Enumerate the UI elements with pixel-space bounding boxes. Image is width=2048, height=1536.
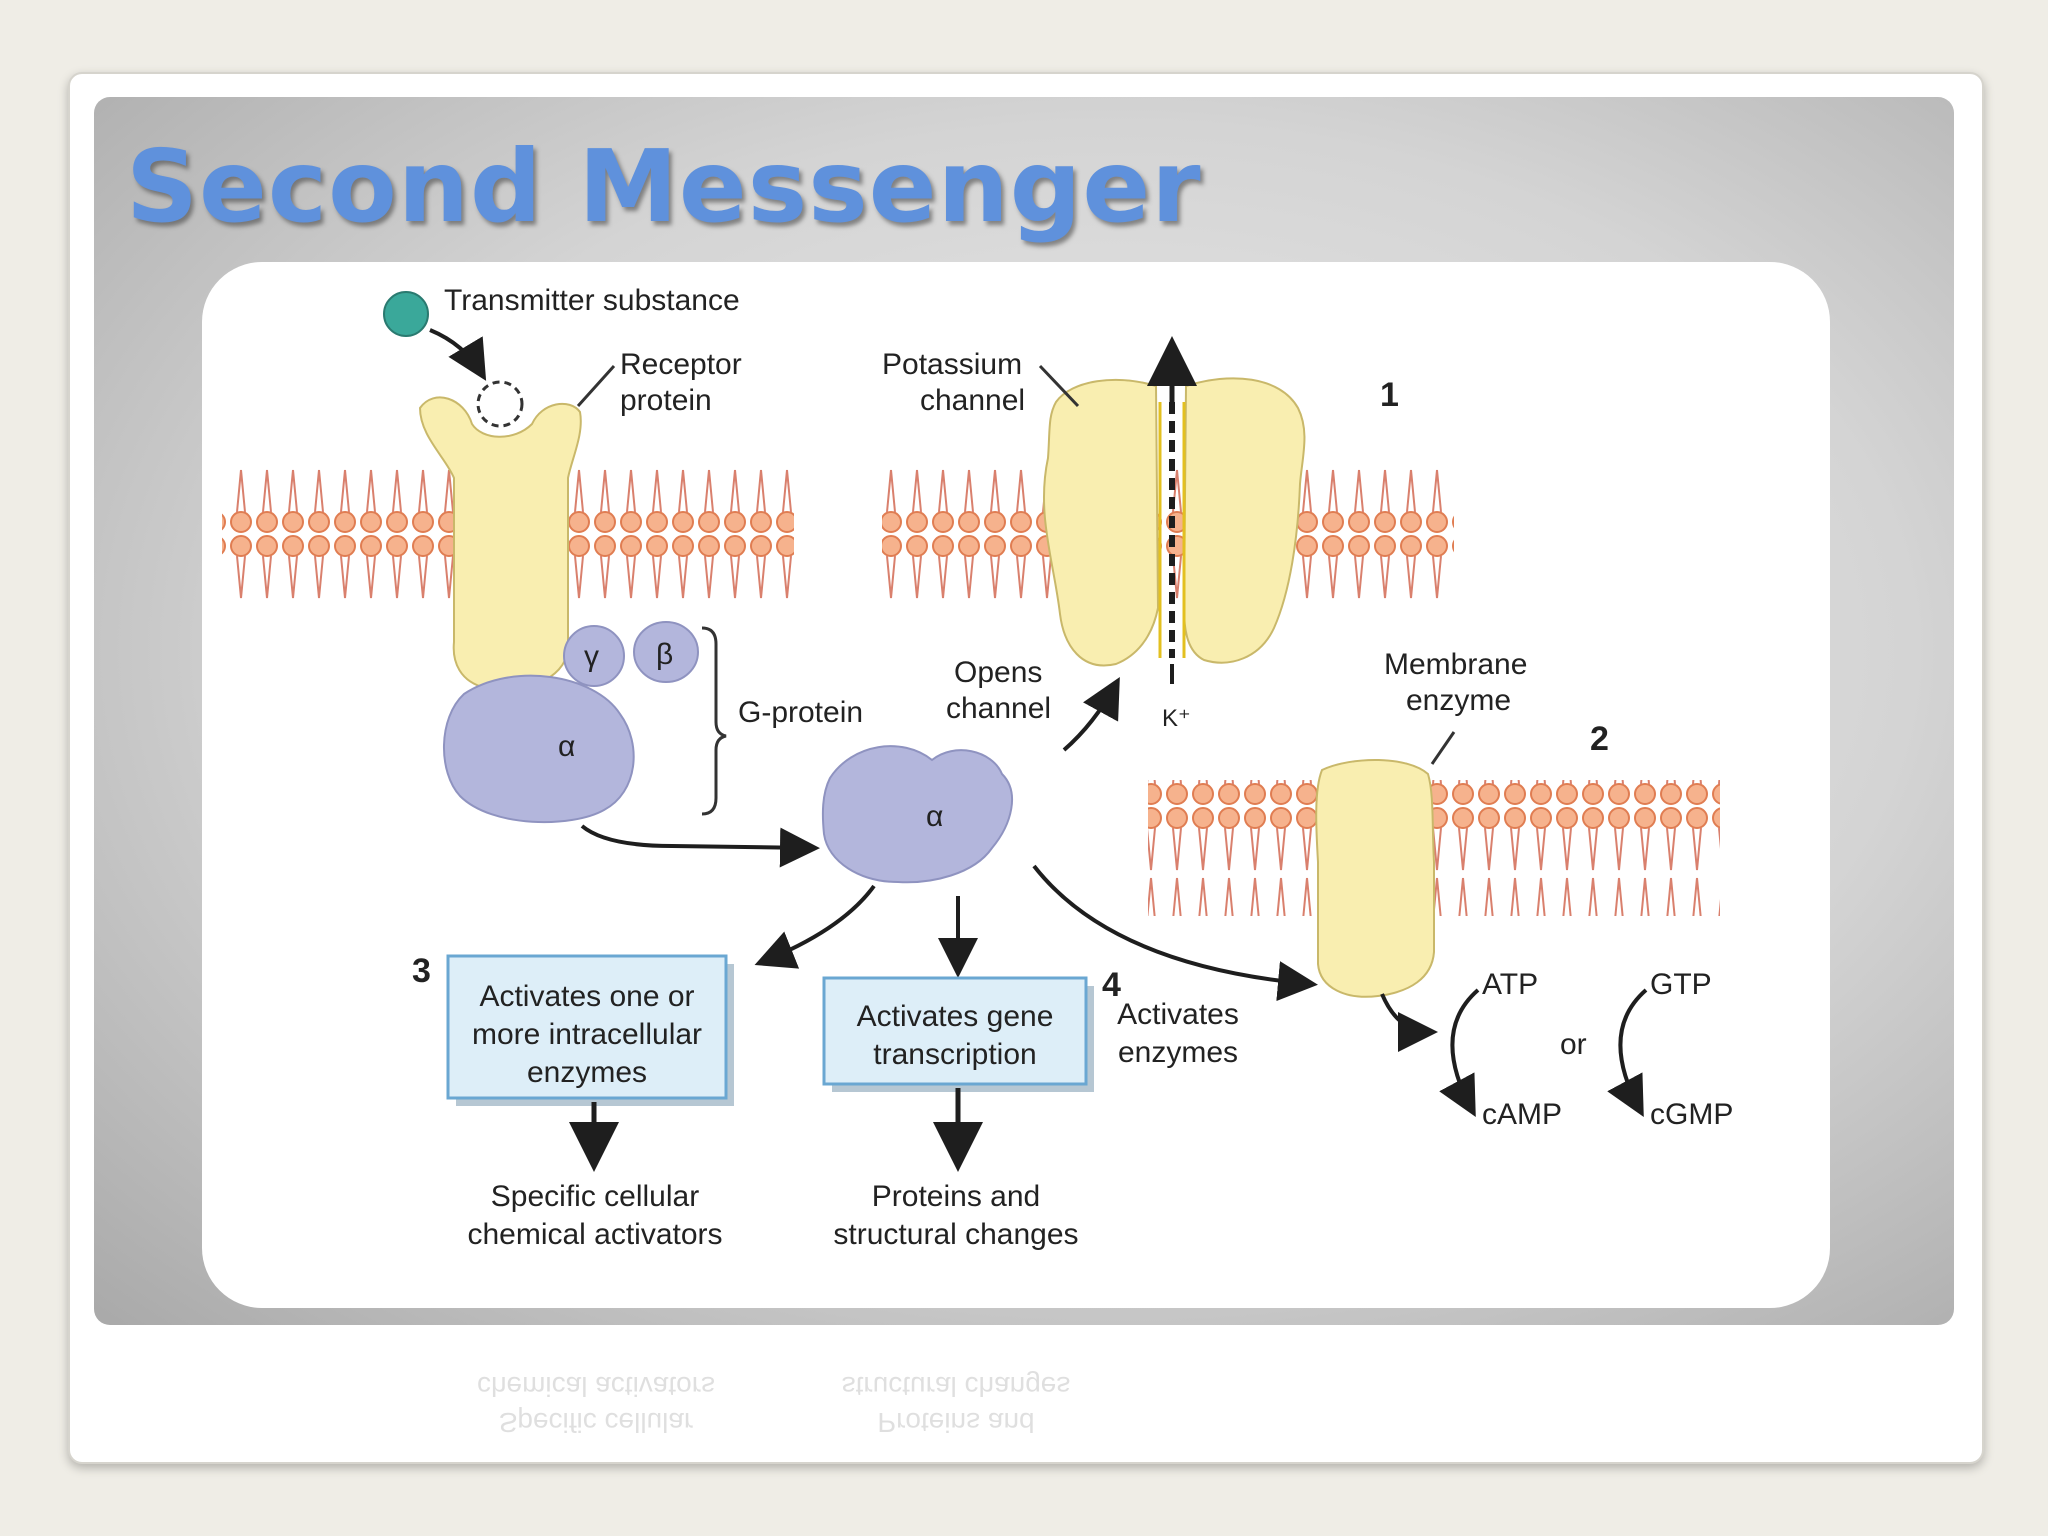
- box4: [822, 976, 1088, 1086]
- transmitter-molecule: [383, 291, 429, 337]
- membrane-enzyme: [1315, 758, 1435, 998]
- gtp-to-cgmp-arrow: [1607, 988, 1648, 1118]
- alpha-subunit-bound: [443, 674, 635, 824]
- gprotein-label: G-protein: [738, 696, 863, 729]
- transmitter-label: Transmitter substance: [444, 284, 740, 317]
- alpha-subunit-free: [821, 745, 1014, 884]
- beta-subunit: [633, 621, 699, 683]
- arrow-to-enzymes: [1032, 864, 1318, 1002]
- alpha-bound-label: α: [558, 730, 575, 763]
- step-number-4: 4: [1102, 966, 1121, 1004]
- out3-line2: chemical activators: [467, 1218, 722, 1251]
- box4-line1: Activates gene: [857, 1000, 1054, 1033]
- enzyme-output-arrow: [1380, 993, 1438, 1052]
- potassium-label-line2: channel: [920, 384, 1025, 417]
- receptor-pointer: [576, 364, 616, 408]
- potassium-label-line1: Potassium: [882, 348, 1022, 381]
- activates-enzymes-line1: Activates: [1117, 998, 1239, 1031]
- potassium-ion-label: K⁺: [1162, 705, 1191, 732]
- activates-enzymes-line2: enzymes: [1118, 1036, 1238, 1069]
- membrane-top-right: [882, 468, 1454, 604]
- or-label: or: [1560, 1028, 1587, 1061]
- binding-site: [476, 380, 524, 428]
- box3-line2: more intracellular: [472, 1018, 702, 1051]
- box4-line2: transcription: [873, 1038, 1036, 1071]
- potassium-channel-left: [1042, 378, 1160, 667]
- step-number-3: 3: [412, 952, 431, 990]
- transmitter-arrow: [429, 328, 487, 381]
- arrow-to-box3: [754, 884, 876, 969]
- opens-channel-line1: Opens: [954, 656, 1042, 689]
- atp-to-camp-arrow: [1439, 988, 1480, 1118]
- membrane-enzyme-pointer: [1430, 731, 1456, 765]
- beta-label: β: [656, 638, 673, 671]
- camp-label: cAMP: [1482, 1098, 1562, 1131]
- out3-line1: Specific cellular: [491, 1180, 699, 1213]
- slide-title: Second Messenger: [126, 128, 1202, 245]
- box3: [446, 954, 728, 1100]
- out4-line2: structural changes: [833, 1218, 1078, 1251]
- receptor-label-line2: protein: [620, 384, 712, 417]
- gamma-label: γ: [584, 640, 599, 673]
- atp-label: ATP: [1482, 968, 1538, 1001]
- out4-line1: Proteins and: [872, 1180, 1040, 1213]
- step-number-2: 2: [1590, 720, 1609, 758]
- membrane-enzyme-line2: enzyme: [1406, 684, 1511, 717]
- alpha-release-arrow: [580, 824, 820, 868]
- gprotein-brace: [701, 626, 727, 816]
- membrane-enzyme-line1: Membrane: [1384, 648, 1527, 681]
- second-messenger-diagram: Transmitter substance Receptor protein γ…: [202, 262, 1830, 1308]
- step-number-1: 1: [1380, 376, 1399, 414]
- gamma-subunit: [563, 625, 625, 687]
- receptor-label-line1: Receptor: [620, 348, 742, 381]
- potassium-channel-right: [1182, 377, 1306, 664]
- potassium-pointer: [1038, 364, 1080, 408]
- receptor-protein: [418, 396, 582, 691]
- box3-line1: Activates one or: [479, 980, 694, 1013]
- opens-channel-line2: channel: [946, 692, 1051, 725]
- box3-line3: enzymes: [527, 1056, 647, 1089]
- cgmp-label: cGMP: [1650, 1098, 1733, 1131]
- opens-channel-arrow: [1062, 676, 1120, 752]
- gtp-label: GTP: [1650, 968, 1712, 1001]
- alpha-free-label: α: [926, 800, 943, 833]
